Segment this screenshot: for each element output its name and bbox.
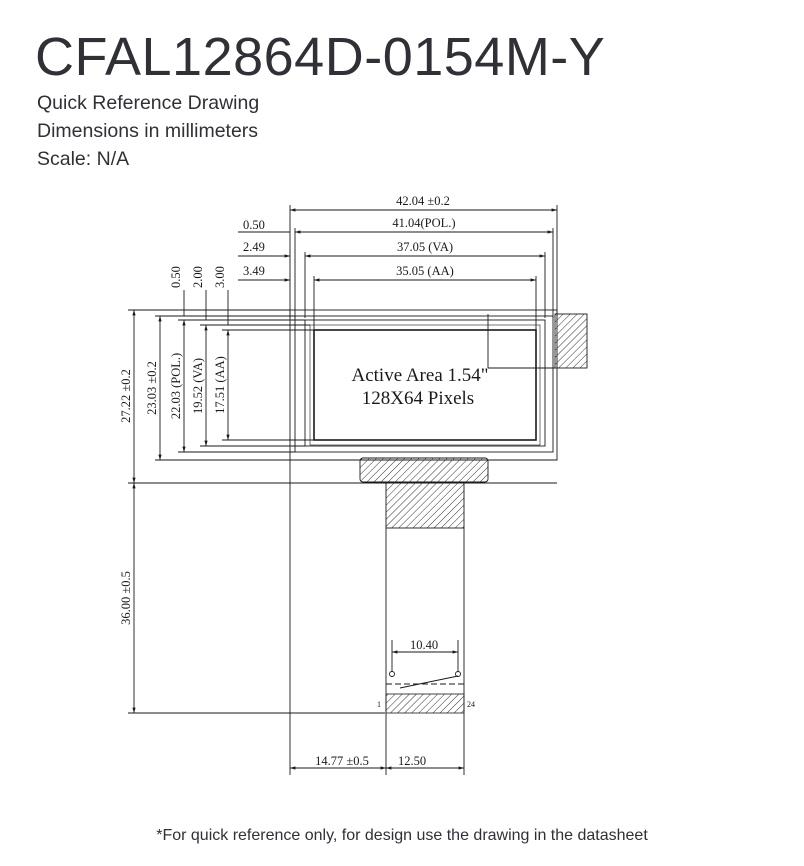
dim-active-area-width: 35.05 (AA) (396, 264, 454, 278)
dim-offset-outline: 0.50 (243, 218, 265, 232)
footnote: *For quick reference only, for design us… (156, 827, 648, 844)
dim-active-area-height: 17.51 (AA) (213, 356, 227, 414)
display-label-size: Active Area 1.54" (351, 365, 488, 386)
page-title: CFAL12864D-0154M-Y (35, 27, 606, 87)
dim-outline-height: 27.22 ±0.2 (119, 369, 133, 423)
subtitle-drawing-type: Quick Reference Drawing (37, 92, 260, 114)
dim-offset-va: 2.49 (243, 240, 265, 254)
dim-left-offset-tail: 14.77 ±0.5 (315, 754, 369, 768)
dim-viewing-area-width: 37.05 (VA) (397, 240, 453, 254)
dim-left-offset-aa: 3.00 (213, 266, 227, 288)
dim-viewing-area-height: 19.52 (VA) (191, 358, 205, 414)
dim-left-offset-outline: 0.50 (169, 266, 183, 288)
dim-tail-width: 12.50 (398, 754, 426, 768)
pin-label-first: 1 (377, 700, 381, 709)
dim-offset-aa: 3.49 (243, 264, 265, 278)
subtitle-units: Dimensions in millimeters (37, 120, 259, 142)
pin-label-last: 24 (467, 700, 475, 709)
dim-glass-height: 23.03 ±0.2 (145, 361, 159, 415)
display-label-resolution: 128X64 Pixels (362, 388, 474, 409)
dim-polarizer-width: 41.04(POL.) (392, 216, 455, 230)
dim-pin-pitch: 10.40 (410, 638, 438, 652)
subtitle-scale: Scale: N/A (37, 148, 130, 170)
dim-polarizer-height: 22.03 (POL.) (169, 353, 183, 419)
dim-tail-length: 36.00 ±0.5 (119, 571, 133, 625)
dim-left-offset-va: 2.00 (191, 266, 205, 288)
dim-outline-width: 42.04 ±0.2 (396, 194, 450, 208)
